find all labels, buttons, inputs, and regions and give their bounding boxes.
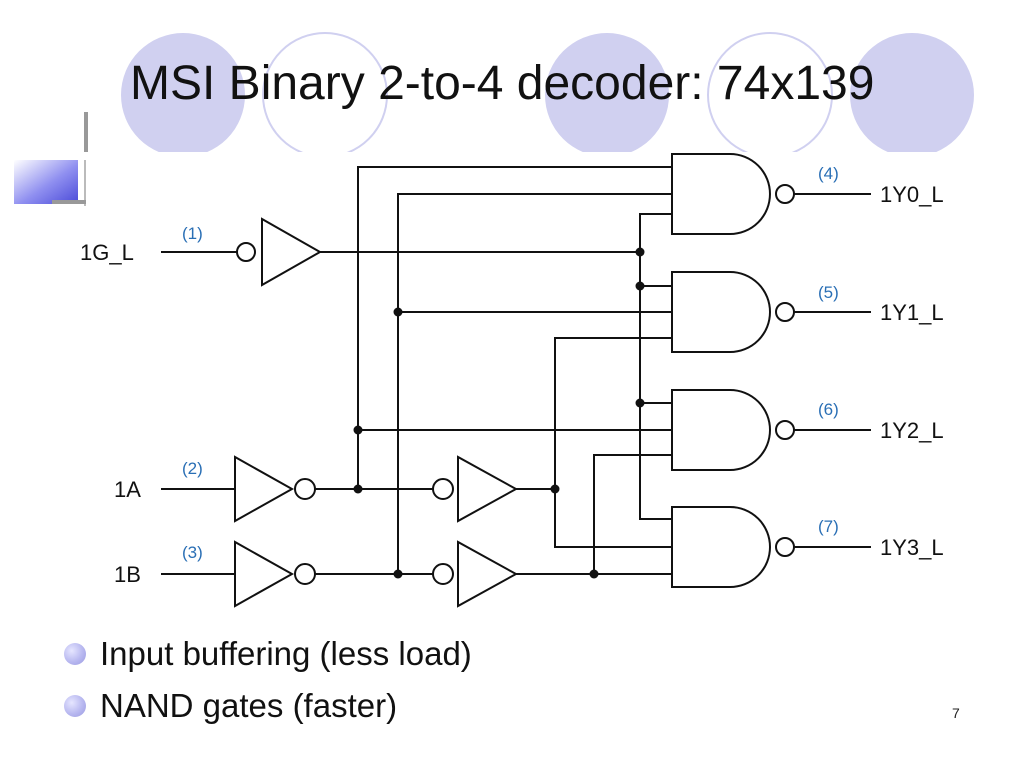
- bullet-item: Input buffering (less load): [64, 628, 472, 680]
- b-inv-bubble: [432, 563, 454, 585]
- nand-gate-y2: [671, 389, 771, 471]
- nand-gate-y3: [671, 506, 771, 588]
- junction-dot: [589, 569, 599, 579]
- g-input-bubble: [236, 242, 256, 262]
- junction-dot: [353, 484, 363, 494]
- output-pin-y2: (6): [818, 400, 839, 419]
- g-buffer: [261, 217, 323, 287]
- junction-dot: [635, 281, 645, 291]
- decoder-circuit: [161, 153, 871, 608]
- nand-bubble-y1: [775, 302, 795, 322]
- b-buffer: [234, 540, 295, 608]
- b-output-bubble: [294, 563, 316, 585]
- b-inverter: [457, 540, 519, 608]
- junction-dot: [635, 247, 645, 257]
- nand-gate-y1: [671, 271, 771, 353]
- junction-dot: [353, 425, 363, 435]
- output-label-y1: 1Y1_L: [880, 300, 944, 325]
- junction-dot: [550, 484, 560, 494]
- a-inverter: [457, 455, 519, 523]
- deco-circle-3: [545, 33, 669, 157]
- output-label-y2: 1Y2_L: [880, 418, 944, 443]
- nand-gate-y0: [671, 153, 771, 235]
- input-pin-1g: (1): [182, 224, 203, 243]
- output-labels: (4) 1Y0_L (5) 1Y1_L (6) 1Y2_L (7) 1Y3_L: [818, 164, 944, 560]
- deco-circle-5: [850, 33, 974, 157]
- input-label-1g: 1G_L: [80, 240, 134, 265]
- input-label-1b: 1B: [114, 562, 141, 587]
- nand-bubble-y2: [775, 420, 795, 440]
- page-number: 7: [952, 705, 960, 721]
- nand-bubble-y3: [775, 537, 795, 557]
- bullet-text: NAND gates (faster): [100, 687, 398, 724]
- a-inv-bubble: [432, 478, 454, 500]
- slide-title: MSI Binary 2-to-4 decoder: 74x139: [130, 57, 875, 110]
- output-pin-y3: (7): [818, 517, 839, 536]
- bullet-dot-icon: [64, 643, 86, 665]
- nand-bubble-y0: [775, 184, 795, 204]
- deco-vertical-bar-2: [84, 160, 86, 206]
- deco-gradient-square: [14, 160, 78, 204]
- bullet-item: NAND gates (faster): [64, 680, 472, 732]
- junction-dot: [393, 569, 403, 579]
- junction-dots: [353, 247, 645, 579]
- bullet-text: Input buffering (less load): [100, 635, 472, 672]
- deco-circle-1: [121, 33, 245, 157]
- output-pin-y1: (5): [818, 283, 839, 302]
- output-label-y3: 1Y3_L: [880, 535, 944, 560]
- bullet-list: Input buffering (less load) NAND gates (…: [64, 628, 472, 732]
- junction-dot: [393, 307, 403, 317]
- input-labels: 1G_L (1) 1A (2) 1B (3): [80, 224, 203, 587]
- input-label-1a: 1A: [114, 477, 141, 502]
- a-output-bubble: [294, 478, 316, 500]
- header-decoration: [0, 32, 1024, 206]
- deco-vertical-bar: [84, 112, 88, 152]
- junction-dot: [635, 398, 645, 408]
- bullet-dot-icon: [64, 695, 86, 717]
- a-buffer: [234, 455, 295, 523]
- input-pin-1a: (2): [182, 459, 203, 478]
- deco-horizontal-bar: [52, 200, 86, 204]
- input-pin-1b: (3): [182, 543, 203, 562]
- output-label-y0: 1Y0_L: [880, 182, 944, 207]
- output-pin-y0: (4): [818, 164, 839, 183]
